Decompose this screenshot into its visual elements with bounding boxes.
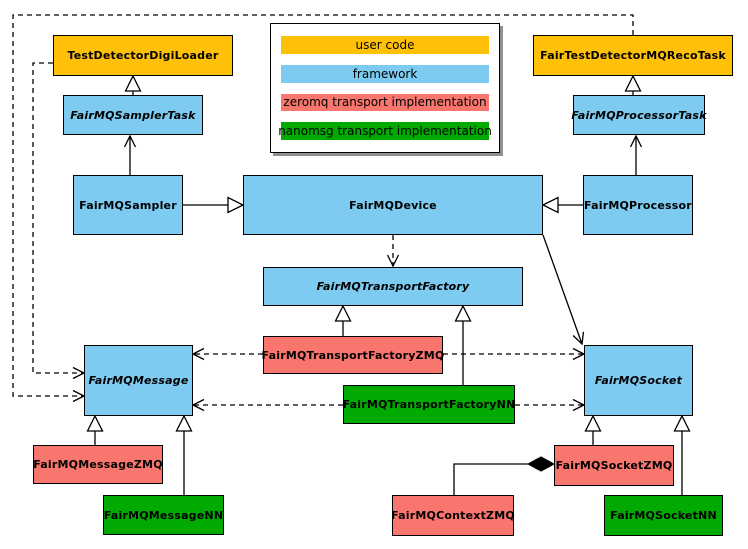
edge-processortask-to-recotask-generalization bbox=[624, 74, 642, 95]
node-fairmqtransportfactoryzmq: FairMQTransportFactoryZMQ bbox=[262, 336, 444, 374]
edge-samplertask-to-digiloader-generalization bbox=[124, 74, 142, 95]
edge-messagezmq-to-message-generalization bbox=[86, 414, 104, 445]
node-fairtestdetectormqrecotask: FairTestDetectorMQRecoTask bbox=[533, 35, 733, 76]
edge-tfnn-to-socket-dashed bbox=[515, 398, 586, 412]
node-fairmqmessagezmq: FairMQMessageZMQ bbox=[33, 445, 163, 484]
node-fairmqprocessortask: FairMQProcessorTask bbox=[571, 95, 706, 135]
edge-messagenn-to-message-generalization bbox=[175, 414, 193, 495]
legend-item-framework: framework bbox=[281, 64, 489, 83]
legend-item-nanomsg-transport-implementation: nanomsg transport implementation bbox=[278, 122, 492, 140]
node-fairmqtransportfactory: FairMQTransportFactory bbox=[263, 267, 523, 306]
edge-device-to-transportfactory-dashed bbox=[386, 235, 400, 268]
edge-contextzmq-to-socketzmq-composition bbox=[453, 456, 556, 495]
node-fairmqtransportfactorynn: FairMQTransportFactoryNN bbox=[343, 385, 515, 424]
edge-tfnn-to-message-dashed bbox=[191, 398, 343, 412]
node-fairmqmessagenn: FairMQMessageNN bbox=[103, 495, 224, 535]
node-fairmqsocket: FairMQSocket bbox=[584, 345, 693, 416]
node-fairmqdevice: FairMQDevice bbox=[243, 175, 543, 235]
edge-tfzmq-to-socket-dashed bbox=[443, 347, 586, 361]
edge-tfzmq-to-message-dashed bbox=[191, 347, 263, 361]
edge-sampler-to-device-generalization bbox=[183, 196, 245, 214]
node-fairmqcontextzmq: FairMQContextZMQ bbox=[391, 495, 515, 536]
node-fairmqsamplertask: FairMQSamplerTask bbox=[63, 95, 203, 135]
edge-sampler-to-samplertask-arrow bbox=[123, 134, 137, 175]
node-fairmqsampler: FairMQSampler bbox=[73, 175, 183, 235]
node-fairmqmessage: FairMQMessage bbox=[84, 345, 193, 416]
edge-tfnn-to-transportfactory-generalization bbox=[454, 304, 472, 385]
edge-processor-to-processortask-arrow bbox=[629, 134, 643, 175]
edge-socketzmq-to-socket-generalization bbox=[584, 414, 602, 445]
edge-processor-to-device-generalization bbox=[541, 196, 583, 214]
edge-tfzmq-to-transportfactory-generalization bbox=[334, 304, 352, 336]
node-fairmqsocketnn: FairMQSocketNN bbox=[604, 495, 723, 536]
edge-device-to-socket-association bbox=[542, 234, 585, 346]
node-fairmqprocessor: FairMQProcessor bbox=[583, 175, 693, 235]
node-fairmqsocketzmq: FairMQSocketZMQ bbox=[554, 445, 674, 486]
legend: user code framework zeromq transport imple… bbox=[270, 23, 500, 153]
edge-socketnn-to-socket-generalization bbox=[673, 414, 691, 495]
legend-item-zeromq-transport-implementation: zeromq transport implementation bbox=[281, 93, 489, 112]
node-testdetectordigiloader: TestDetectorDigiLoader bbox=[53, 35, 233, 76]
legend-item-user-code: user code bbox=[281, 36, 489, 54]
